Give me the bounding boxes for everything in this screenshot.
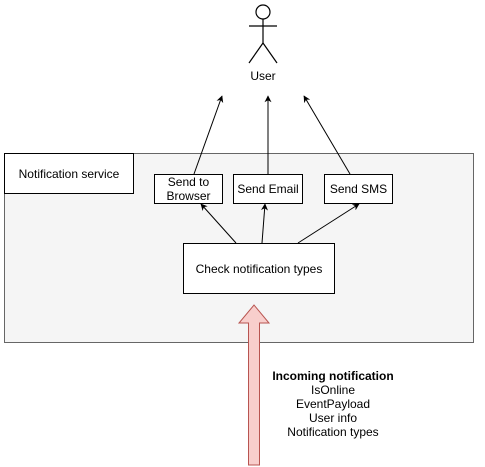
incoming-arrow-icon [237,304,271,466]
arrow-check-to-email [261,203,269,244]
user-actor-icon [248,4,278,64]
incoming-field-eventpayload: EventPayload [295,397,371,411]
arrow-sms-to-user [303,95,351,175]
incoming-notification-title: Incoming notification [272,369,394,383]
arrow-browser-to-user [193,95,224,175]
incoming-field-user-info: User info [308,411,358,425]
notification-service-label: Notification service [4,153,134,194]
send-to-browser-box: Send to Browser [154,174,223,204]
check-notification-types-box: Check notification types [183,243,335,294]
incoming-field-isonline: IsOnline [310,383,356,397]
arrow-check-to-sms [297,203,360,244]
send-sms-box: Send SMS [324,174,393,204]
incoming-notification-notes: Incoming notification IsOnline EventPayl… [262,369,404,439]
incoming-field-notification-types: Notification types [287,425,379,439]
send-email-box: Send Email [233,174,303,204]
user-label: User [250,69,276,83]
arrow-check-to-browser [200,203,237,244]
